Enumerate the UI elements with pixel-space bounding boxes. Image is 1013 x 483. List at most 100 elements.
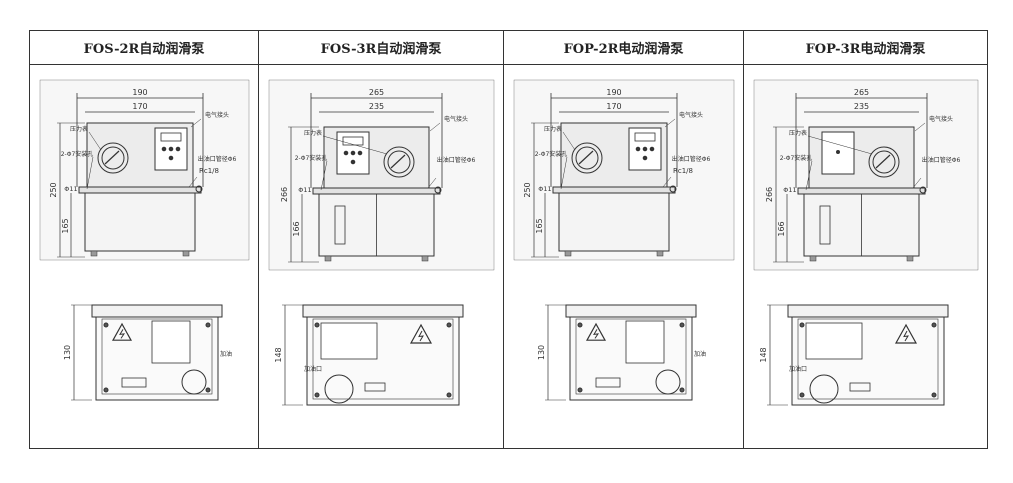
leader-mount-hole [86,156,94,190]
outlet-port [669,185,677,193]
mount-screw [446,322,452,328]
base-plate [312,187,441,195]
plan-inner [312,318,454,400]
leader-outlet [427,177,437,189]
callout-gauge-label: 压力表 [789,129,807,137]
foot [90,250,98,257]
controller-display [160,132,182,142]
foot [906,255,914,262]
mount-screw [931,392,937,398]
callout-connector-label: 电气接头 [929,115,953,123]
pressure-gauge-inner [872,150,896,174]
warning-sign-icon [409,323,433,344]
header-row: FOS-2R自动润滑泵 FOS-3R自动润滑泵 FOP-2R电动润滑泵 FOP-… [29,30,988,65]
leader-gauge [562,131,576,151]
drawing-fos-2r: 190170250165Φ11压力表2-Φ7安装孔电气接头出油口管径Φ6Rc1/… [39,79,250,401]
pump-spec-table: FOS-2R自动润滑泵 FOS-3R自动润滑泵 FOP-2R电动润滑泵 FOP-… [29,30,988,449]
controller-button [168,155,174,161]
mount-screw [205,322,211,328]
oil-tank [558,192,670,252]
callout-outlet-label: 出油口管径Φ6 [437,156,476,164]
gauge-needle [390,154,406,169]
nameplate [364,382,386,392]
callout-thread-label: Rc1/8 [199,167,219,175]
drawing-fos-3r: 265235266166Φ11压力表2-Φ7安装孔电气接头出油口管径Φ6148加… [268,79,495,406]
nameplate [121,377,147,388]
warning-sign-icon-bolt [418,330,424,342]
mount-screw [103,322,109,328]
mount-screw [205,387,211,393]
filler-label: 加油 [694,350,706,358]
leader-connector [914,122,926,132]
base-plate [797,187,926,195]
callout-mount-hole-label: 2-Φ7安装孔 [780,154,813,162]
leader-gauge [322,135,388,155]
mount-screw [679,322,685,328]
header-fop-3r: FOP-3R电动润滑泵 [743,30,988,65]
pressure-gauge-inner [575,146,599,170]
dim-diameter-label: Φ11 [783,186,796,194]
leader-outlet [912,177,922,189]
oil-tank [84,192,196,252]
dim-width-inner-label: 235 [369,102,384,111]
plan-controller-box [151,320,191,364]
dim-width-top-label: 190 [132,88,147,97]
dim-plan-label: 130 [537,345,546,360]
mount-screw [931,322,937,328]
callout-mount-hole-label: 2-Φ7安装孔 [61,150,94,158]
plan-body [306,316,460,406]
outlet-port [919,186,927,194]
drawing-fop-2r: 190170250165Φ11压力表2-Φ7安装孔电气接头出油口管径Φ6Rc1/… [513,79,735,401]
warning-sign-icon-bolt [119,329,126,339]
dim-width-inner-label: 170 [132,102,147,111]
callout-connector-label: 电气接头 [444,115,468,123]
outlet-port [195,185,203,193]
mount-screw [103,387,109,393]
controller-button [350,159,356,165]
dim-height-tank-label: 166 [292,221,301,236]
nameplate [849,382,871,392]
plan-controller-box [320,322,378,360]
gauge-needle [578,150,594,165]
base-plate [552,186,676,194]
leader-connector [190,118,202,128]
drawing-fop-3r: 265235266166Φ11压力表2-Φ7安装孔电气接头出油口管径Φ6148加… [753,79,979,406]
mount-screw [314,392,320,398]
foot [182,250,190,257]
filler-cap [655,369,681,395]
leader-connector [429,122,441,132]
foot [809,255,817,262]
warning-sign-icon [111,322,133,341]
callout-outlet-label: 出油口管径Φ6 [672,155,711,163]
callout-outlet-label: 出油口管径Φ6 [922,156,961,164]
callout-connector-label: 电气接头 [679,111,703,119]
controller-button [350,150,356,156]
base-plate [78,186,202,194]
mount-screw [577,322,583,328]
pressure-gauge [383,146,415,178]
controller-button [175,146,181,152]
leader-outlet [662,176,672,188]
foot [564,250,572,257]
leader-mount-hole [805,160,813,191]
mount-screw [314,322,320,328]
callout-mount-hole-label: 2-Φ7安装孔 [535,150,568,158]
dim-plan-label: 130 [63,345,72,360]
gauge-needle [104,150,120,165]
controller-button [642,146,648,152]
mount-screw [679,387,685,393]
dim-diameter-label: Φ11 [64,185,77,193]
controller-button [635,146,641,152]
controller-button [161,146,167,152]
filler-label: 加油 [220,350,232,358]
callout-gauge-label: 压力表 [70,125,88,133]
dim-width-top-label: 190 [606,88,621,97]
leader-connector [664,118,676,128]
controller-button [168,146,174,152]
level-window [819,205,831,245]
callout-connector-label: 电气接头 [205,111,229,119]
